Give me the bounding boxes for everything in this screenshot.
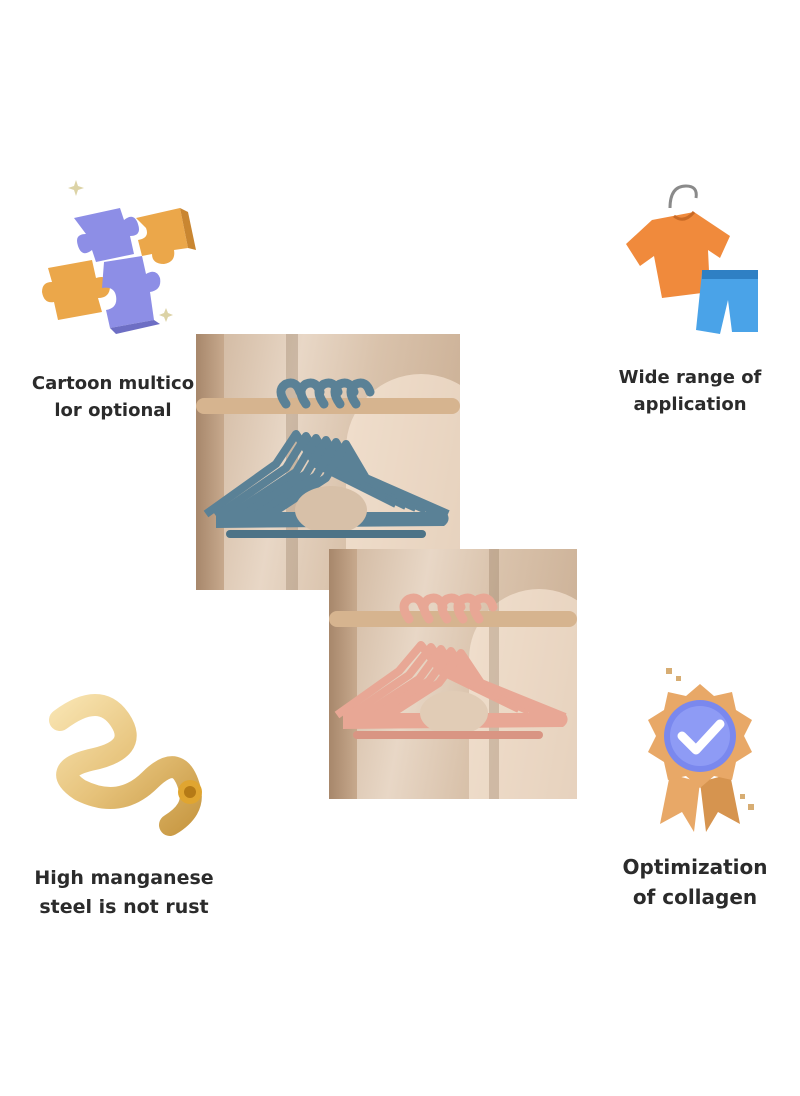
feature-label-collagen: Optimization of collagen <box>612 852 778 912</box>
spring-coil-icon <box>40 690 210 840</box>
feature-label-cartoon: Cartoon multico lor optional <box>30 370 196 424</box>
clothes-icon <box>612 180 762 340</box>
product-photo-pink-hangers <box>329 549 577 799</box>
puzzle-icon <box>38 178 208 338</box>
feature-line: steel is not rust <box>39 895 209 918</box>
feature-line: lor optional <box>54 400 172 421</box>
feature-label-steel: High manganese steel is not rust <box>24 864 224 921</box>
feature-label-range: Wide range of application <box>606 364 774 418</box>
feature-line: of collagen <box>632 885 758 909</box>
feature-line: application <box>633 394 747 415</box>
check-badge-icon <box>630 664 770 834</box>
feature-line: Optimization <box>622 855 768 879</box>
feature-line: Wide range of <box>618 367 762 388</box>
product-photo-blue-hangers <box>196 334 460 590</box>
feature-line: High manganese <box>34 867 214 889</box>
feature-line: Cartoon multico <box>31 373 195 394</box>
